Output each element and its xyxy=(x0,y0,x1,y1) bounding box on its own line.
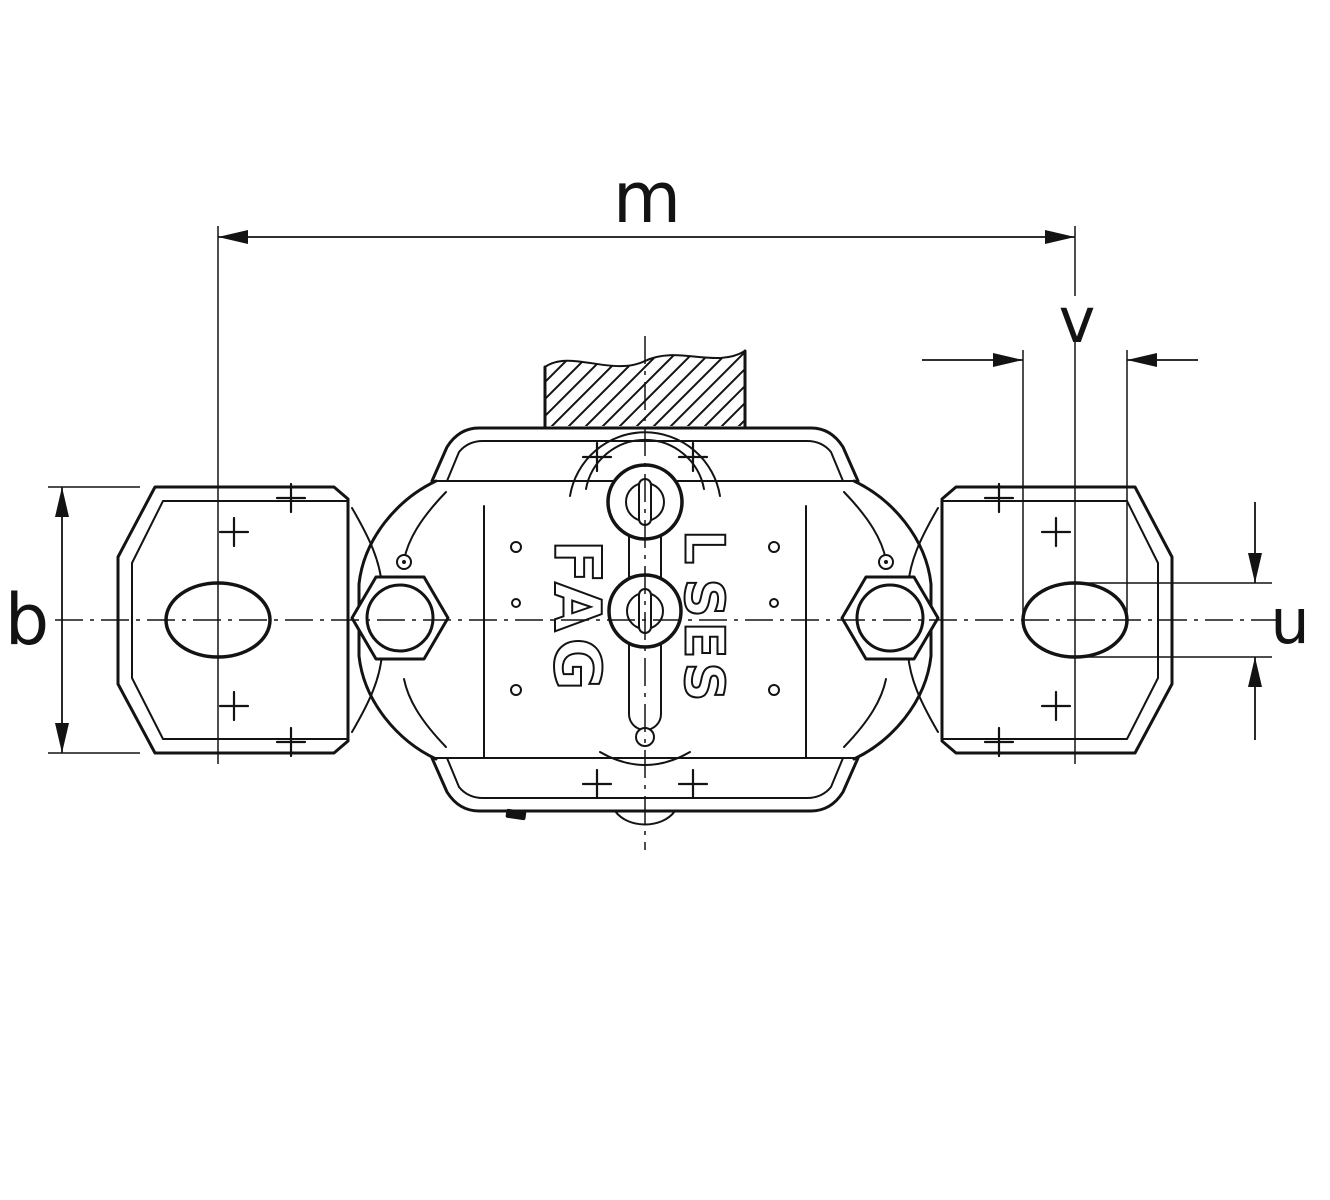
variant-text-l: L xyxy=(673,530,736,568)
dimension-m-label: m xyxy=(613,157,681,239)
dimension-v-label: v xyxy=(1059,284,1096,357)
centerlines xyxy=(55,336,1282,850)
cap-joint-mark xyxy=(505,808,527,821)
position-cross-marks xyxy=(218,441,1072,800)
panel-core-holes xyxy=(510,541,780,696)
series-text-ses: SES xyxy=(673,579,736,706)
dimension-b-label: b xyxy=(5,579,49,661)
dimension-v: v xyxy=(922,284,1198,618)
right-hex-bolt xyxy=(840,575,940,661)
brand-text-fag: FAG xyxy=(539,540,613,696)
dimension-u-label: u xyxy=(1270,585,1309,658)
right-wing xyxy=(843,491,939,748)
cast-markings: FAG L SES xyxy=(538,529,737,707)
dimension-u: u xyxy=(1085,502,1310,740)
dimension-b: b xyxy=(5,486,140,754)
dimension-m: m xyxy=(217,157,1076,764)
left-hex-bolt xyxy=(350,575,450,661)
